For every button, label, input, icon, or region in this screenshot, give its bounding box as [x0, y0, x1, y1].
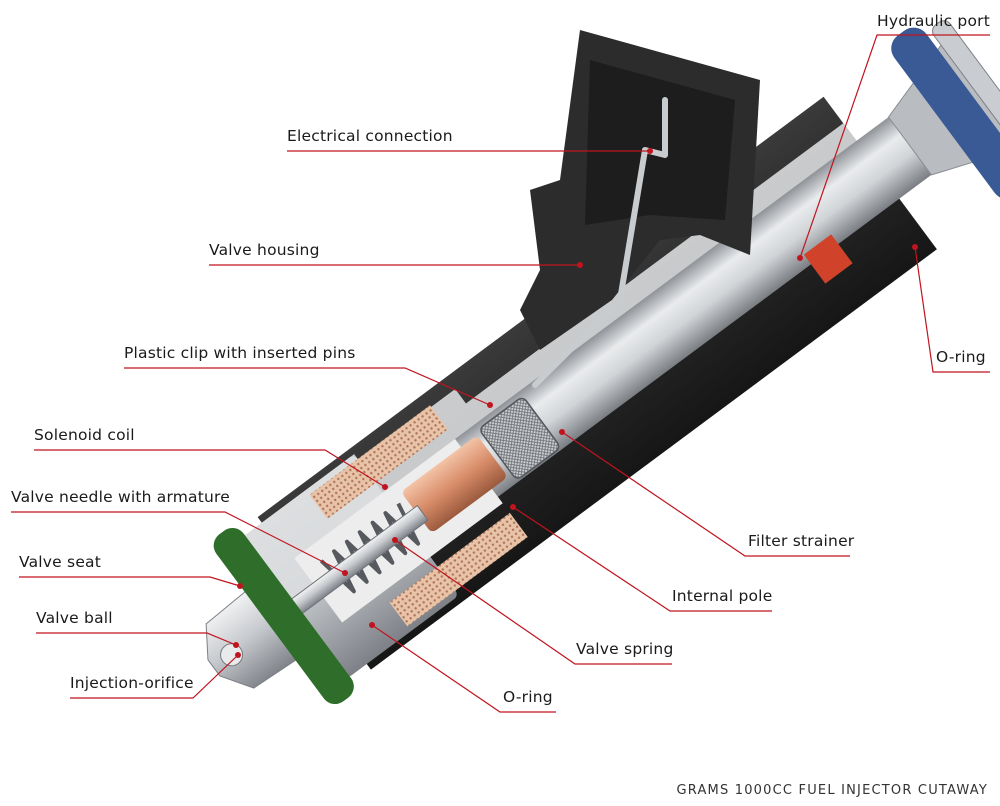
leader-o-ring-top: [914, 246, 990, 373]
leader-solenoid-coil: [34, 449, 386, 488]
label-o-ring-top: O-ring: [936, 348, 986, 366]
connector-pin: [532, 97, 668, 388]
leader-dots: [233, 148, 918, 658]
o-ring-top-shape: [891, 27, 1000, 200]
leader-valve-needle: [11, 511, 346, 574]
label-valve-needle: Valve needle with armature: [11, 488, 231, 506]
connector-inner: [585, 60, 735, 225]
valve-ball-shape: [220, 643, 244, 667]
leader-internal-pole: [512, 506, 772, 612]
label-solenoid-coil: Solenoid coil: [34, 426, 135, 444]
orange-marker: [803, 234, 853, 284]
label-valve-spring: Valve spring: [576, 640, 674, 658]
label-injection-orifice: Injection-orifice: [70, 674, 194, 692]
leader-filter-strainer: [561, 431, 850, 557]
leader-lines: [11, 34, 990, 713]
leader-hydraulic-port: [799, 34, 990, 259]
label-valve-housing: Valve housing: [209, 241, 320, 259]
solenoid-coil-upper: [309, 405, 448, 519]
figure-caption: GRAMS 1000CC FUEL INJECTOR CUTAWAY: [676, 783, 988, 798]
filter-mesh: [480, 397, 560, 479]
solenoid-coil-lower: [389, 512, 528, 627]
label-plastic-clip: Plastic clip with inserted pins: [124, 344, 356, 362]
spring: [319, 502, 421, 594]
leader-valve-ball: [36, 632, 237, 646]
label-filter-strainer: Filter strainer: [748, 532, 855, 550]
leader-valve-spring: [394, 539, 672, 665]
label-valve-seat: Valve seat: [19, 553, 102, 571]
port-lip: [932, 20, 1000, 165]
copper-armature: [403, 437, 506, 532]
leader-o-ring-bottom: [371, 624, 556, 713]
leader-valve-seat: [19, 576, 241, 587]
label-o-ring-bottom: O-ring: [503, 688, 553, 706]
injector-body: [205, 20, 1000, 705]
fuel-tube: [454, 105, 948, 497]
label-valve-ball: Valve ball: [36, 609, 113, 627]
label-electrical-connection: Electrical connection: [287, 127, 453, 145]
leader-injection-orifice: [70, 654, 239, 699]
label-internal-pole: Internal pole: [672, 587, 773, 605]
leader-plastic-clip: [124, 367, 491, 406]
label-hydraulic-port: Hydraulic port: [877, 12, 990, 30]
o-ring-bottom-shape: [213, 527, 354, 705]
